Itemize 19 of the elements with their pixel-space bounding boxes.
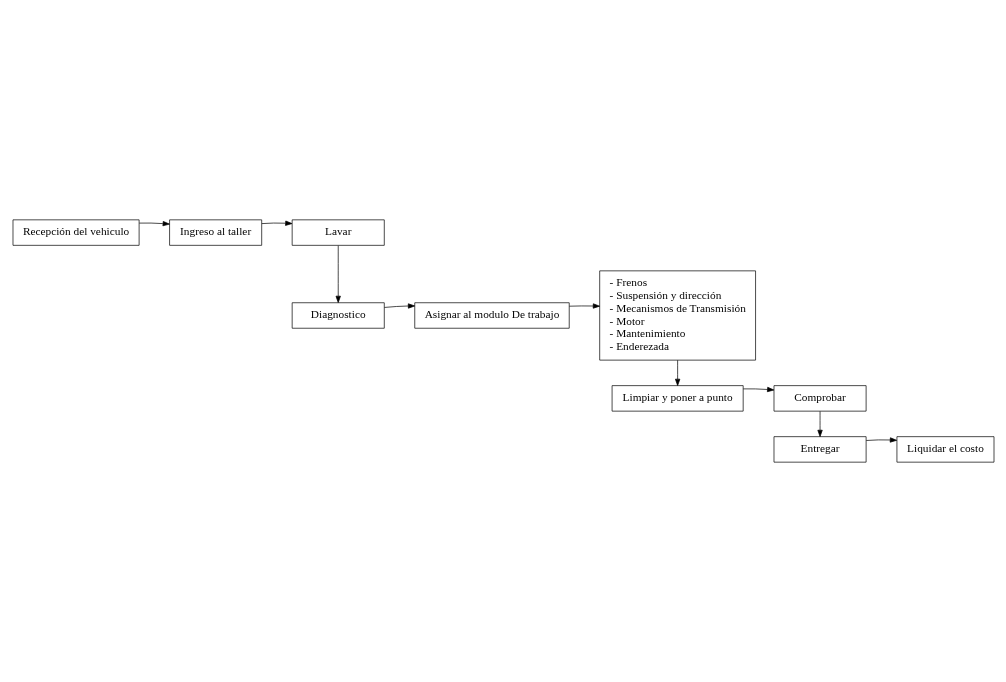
node-box: Ingreso al taller xyxy=(168,219,262,246)
node-box: Liquidar el costo xyxy=(896,436,994,463)
arrow xyxy=(742,386,774,393)
arrow xyxy=(865,437,897,443)
node-box: Recepción del vehiculo xyxy=(12,219,139,246)
node-box: Lavar xyxy=(291,219,385,246)
arrow xyxy=(335,245,341,303)
node-box: Entregar xyxy=(773,436,866,463)
node-box: Diagnostico xyxy=(291,302,385,329)
arrow xyxy=(138,221,170,227)
arrow xyxy=(674,359,680,386)
arrow xyxy=(261,220,292,226)
node-box: Comprobar xyxy=(773,385,866,412)
node-box: - Frenos - Suspensión y dirección - Mecanismos de Transmisión - Motor - Mantenimiento - Enderezada xyxy=(598,270,756,361)
node-box: Asignar al modulo De trabajo xyxy=(413,302,570,329)
node-box: Limpiar y poner a punto xyxy=(611,385,744,412)
arrow xyxy=(383,303,415,309)
arrow xyxy=(568,303,600,309)
arrow xyxy=(816,411,823,437)
